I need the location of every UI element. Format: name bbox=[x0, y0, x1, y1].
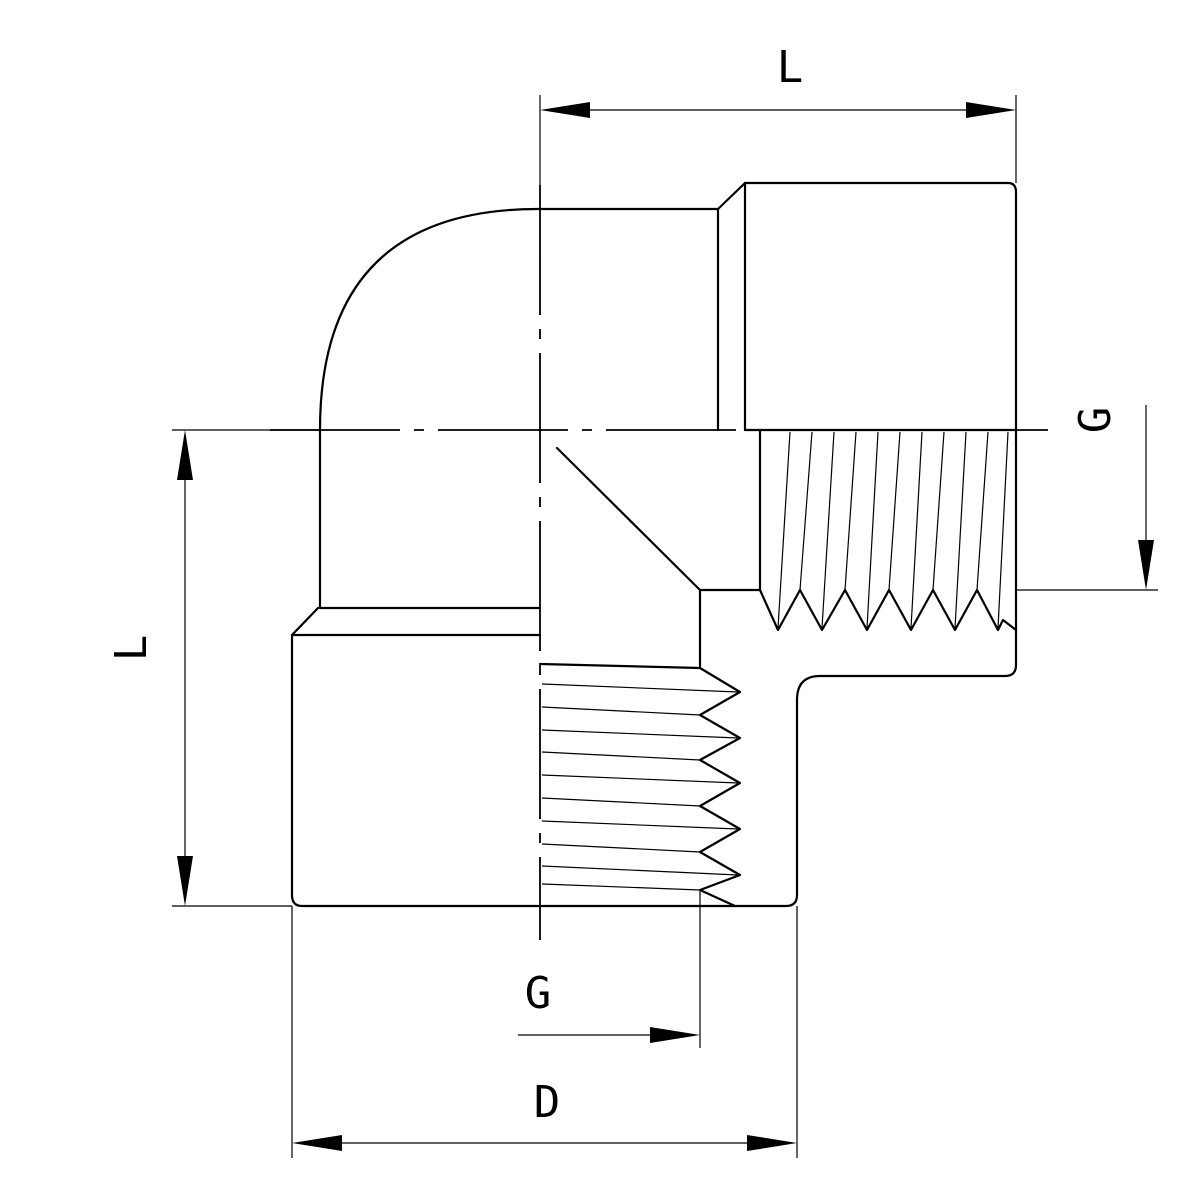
top-pipe-edge bbox=[536, 207, 720, 432]
arrow-down bbox=[1138, 540, 1154, 590]
label-length-top: L bbox=[777, 42, 804, 93]
dimension-diameter: D bbox=[291, 906, 798, 1158]
arrow-right bbox=[966, 102, 1016, 118]
arrow-down bbox=[177, 856, 193, 906]
center-lines bbox=[270, 185, 1048, 940]
dimension-top-length: L bbox=[539, 42, 1017, 185]
arrow-right bbox=[650, 1027, 700, 1043]
label-thread-right: G bbox=[1070, 407, 1121, 434]
arrow-up bbox=[177, 430, 193, 480]
dimension-left-length: L bbox=[106, 429, 320, 907]
arrow-left bbox=[540, 102, 590, 118]
fitting-body bbox=[290, 181, 1018, 908]
bottom-port-thread bbox=[538, 662, 742, 908]
dimension-right-thread: G bbox=[1016, 405, 1158, 591]
label-length-left: L bbox=[106, 635, 157, 662]
outer-bend bbox=[318, 207, 542, 610]
inner-bore bbox=[555, 446, 702, 670]
right-port-thread bbox=[743, 428, 1018, 632]
label-thread-bottom: G bbox=[525, 968, 552, 1019]
arrow-right bbox=[747, 1135, 797, 1151]
top-socket bbox=[290, 181, 1018, 908]
label-diameter: D bbox=[534, 1077, 561, 1128]
dimension-bottom-thread: G bbox=[518, 890, 701, 1048]
arrow-left bbox=[292, 1135, 342, 1151]
